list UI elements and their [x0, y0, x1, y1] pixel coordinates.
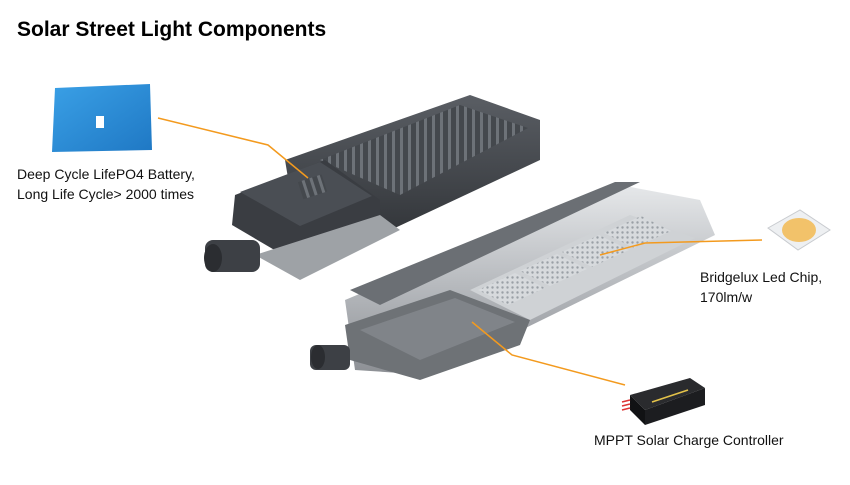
- leader-lines: [157, 117, 763, 386]
- controller-label-line1: MPPT Solar Charge Controller: [594, 432, 784, 448]
- chip-leader-line: [599, 239, 763, 256]
- led-chip-callout-label: Bridgelux Led Chip, 170lm/w: [700, 267, 822, 307]
- upper-street-light: [204, 95, 540, 280]
- lower-street-light: [310, 182, 715, 380]
- controller-callout-label: MPPT Solar Charge Controller: [594, 430, 784, 450]
- battery-label-line2: Long Life Cycle> 2000 times: [17, 186, 195, 202]
- battery-leader-line: [157, 117, 309, 179]
- battery-callout-label: Deep Cycle LifePO4 Battery, Long Life Cy…: [17, 164, 195, 204]
- battery-label-tag: [96, 116, 104, 128]
- controller-leader-line: [471, 321, 626, 386]
- battery-label-line1: Deep Cycle LifePO4 Battery,: [17, 166, 195, 182]
- battery-pack: [52, 84, 152, 152]
- charge-controller: [621, 378, 705, 425]
- chip-label-line2: 170lm/w: [700, 289, 753, 305]
- chip-label-line1: Bridgelux Led Chip,: [700, 269, 823, 285]
- led-modules: [478, 216, 671, 305]
- page-title: Solar Street Light Components: [17, 18, 327, 41]
- led-chip: [767, 209, 831, 251]
